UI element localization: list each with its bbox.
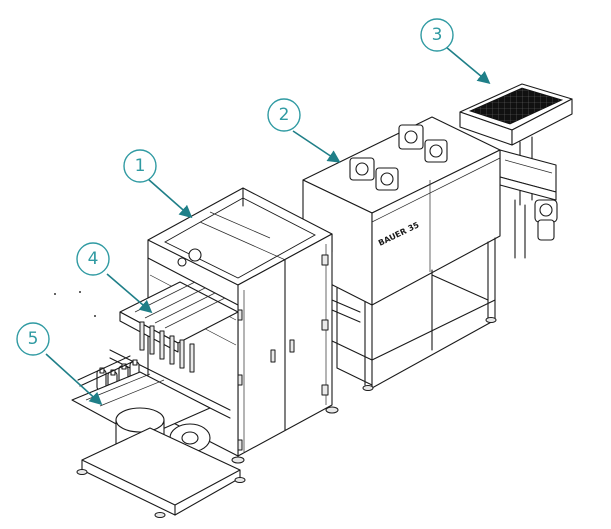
leader-4 <box>106 273 153 314</box>
callout-2-label: 2 <box>279 105 290 125</box>
leader-lines <box>45 46 491 406</box>
leader-3 <box>445 46 491 85</box>
leader-1 <box>147 178 193 219</box>
callout-1-label: 1 <box>135 156 146 176</box>
tunnel-stand <box>329 237 497 391</box>
callout-3-label: 3 <box>432 25 443 45</box>
callout-4: 4 <box>76 242 110 276</box>
unit-5-infeed <box>54 291 246 518</box>
unit-3-grid-module <box>459 83 573 259</box>
unit-2-shrink-tunnel: BAUER 35 <box>302 116 501 391</box>
callout-5: 5 <box>16 322 50 356</box>
callout-4-label: 4 <box>88 249 99 269</box>
tunnel-motors <box>349 124 448 191</box>
callout-1: 1 <box>123 149 157 183</box>
callout-3: 3 <box>420 18 454 52</box>
callout-5-label: 5 <box>28 329 39 349</box>
leader-5 <box>45 353 103 406</box>
gripper-fingers <box>139 321 195 373</box>
leader-2 <box>292 130 341 163</box>
callout-2: 2 <box>267 98 301 132</box>
